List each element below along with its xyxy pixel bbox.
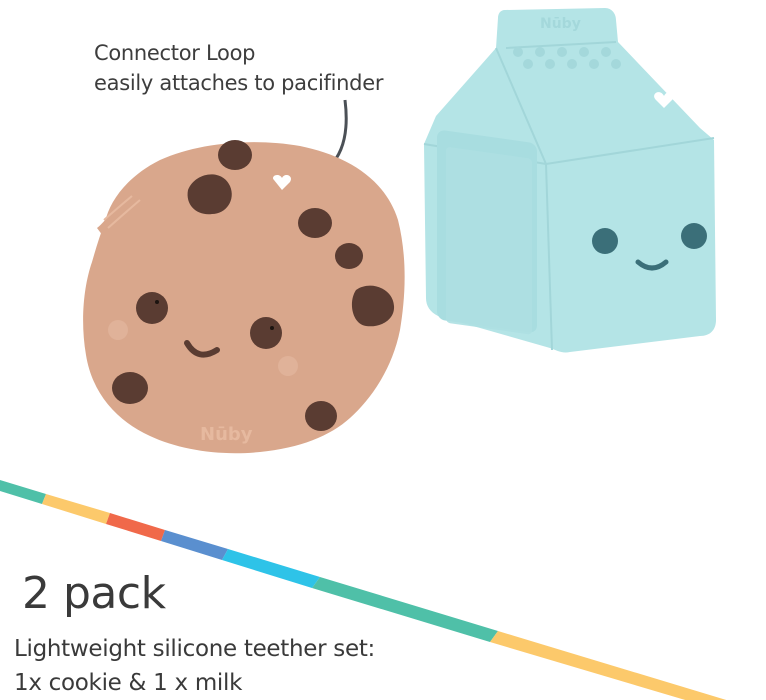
svg-text:Nūby: Nūby: [540, 16, 581, 32]
description-line-2: 1x cookie & 1 x milk: [14, 670, 243, 696]
connector-loop-callout: Connector Loop easily attaches to pacifi…: [94, 38, 383, 98]
milk-carton-teether: Nūby: [423, 8, 716, 353]
callout-subtitle: easily attaches to pacifinder: [94, 71, 384, 95]
decorative-stripe: [0, 480, 727, 700]
pack-count-headline: 2 pack: [22, 568, 166, 619]
description-line-1: Lightweight silicone teether set:: [14, 636, 375, 662]
svg-text:Nūby: Nūby: [200, 424, 253, 445]
product-description: Lightweight silicone teether set: 1x coo…: [14, 632, 375, 700]
callout-title: Connector Loop: [94, 41, 256, 65]
carton-dots: [513, 47, 621, 69]
cookie-teether: Nūby: [83, 140, 405, 454]
